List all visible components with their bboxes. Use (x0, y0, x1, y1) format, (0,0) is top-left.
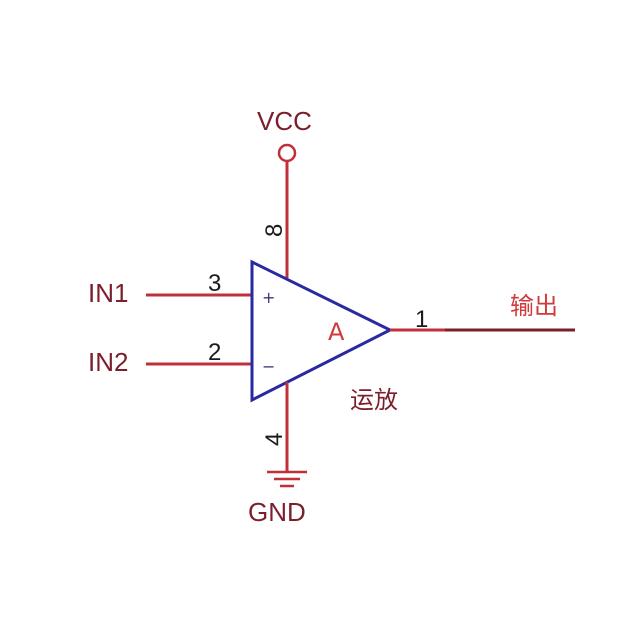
gnd-label: GND (248, 497, 306, 527)
designator-label: A (328, 318, 345, 346)
pin-3-label: 3 (208, 270, 221, 297)
pin-2-label: 2 (208, 339, 221, 366)
output-label: 输出 (510, 292, 558, 320)
amplifier-name-label: 运放 (350, 386, 398, 414)
opamp-body (250, 259, 394, 403)
pin-8-label: 8 (261, 224, 288, 237)
in1-label: IN1 (88, 278, 128, 308)
vcc-terminal (277, 143, 297, 163)
plus-sign: + (262, 288, 275, 307)
pin-4-label: 4 (261, 433, 288, 446)
in2-label: IN2 (88, 347, 128, 377)
ground-icon (267, 470, 307, 488)
vcc-label: VCC (257, 106, 312, 136)
minus-sign: − (262, 357, 275, 376)
pin-1-label: 1 (415, 306, 428, 333)
